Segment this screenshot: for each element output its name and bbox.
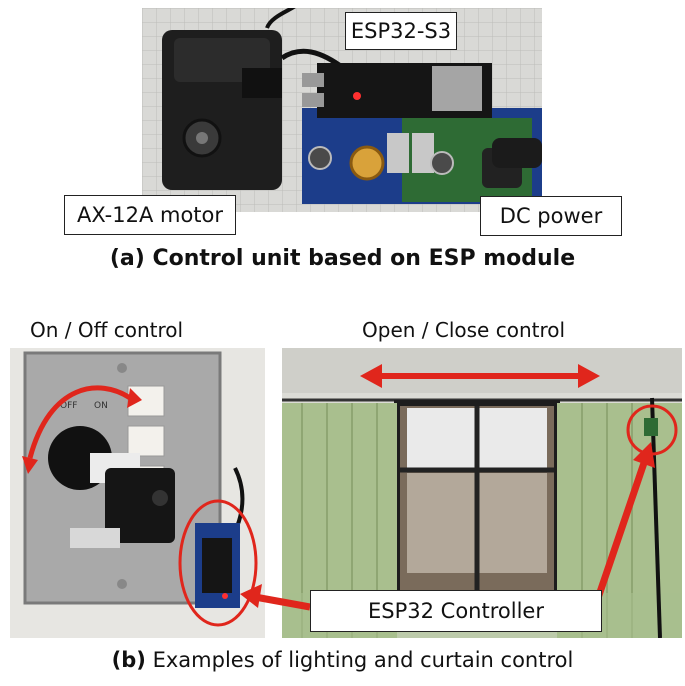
switch-on-text: ON xyxy=(94,401,108,411)
esp32-s3-board xyxy=(302,63,492,118)
curved-arrow-icon xyxy=(27,385,132,459)
light-switch-photo: OFF ON xyxy=(10,348,265,638)
light-switch-illustration: OFF ON xyxy=(10,348,265,638)
open-close-control-label: Open / Close control xyxy=(362,318,566,342)
ax12a-motor xyxy=(162,30,282,190)
caption-a-text: Control unit based on ESP module xyxy=(152,246,576,271)
caption-b-prefix: (b) xyxy=(111,648,146,672)
ax12a-motor-label: AX-12A motor xyxy=(64,195,236,235)
control-unit-photo xyxy=(142,8,542,212)
carrier-board xyxy=(302,108,542,204)
caption-a-prefix: (a) xyxy=(109,246,145,271)
esp32-controller-label: ESP32 Controller xyxy=(310,590,602,632)
caption-b-text: Examples of lighting and curtain control xyxy=(152,648,574,672)
control-unit-illustration xyxy=(142,8,542,212)
switch-off-text: OFF xyxy=(60,401,77,411)
dc-power-label: DC power xyxy=(480,196,622,236)
highlight-ellipse-icon xyxy=(178,499,258,627)
caption-b: (b) Examples of lighting and curtain con… xyxy=(0,648,685,672)
dc-power-jack xyxy=(492,138,542,168)
esp32-s3-label: ESP32-S3 xyxy=(345,12,457,50)
bidirectional-arrow-icon xyxy=(360,364,600,388)
on-off-control-label: On / Off control xyxy=(30,318,184,342)
caption-a: (a) Control unit based on ESP module xyxy=(0,246,685,271)
